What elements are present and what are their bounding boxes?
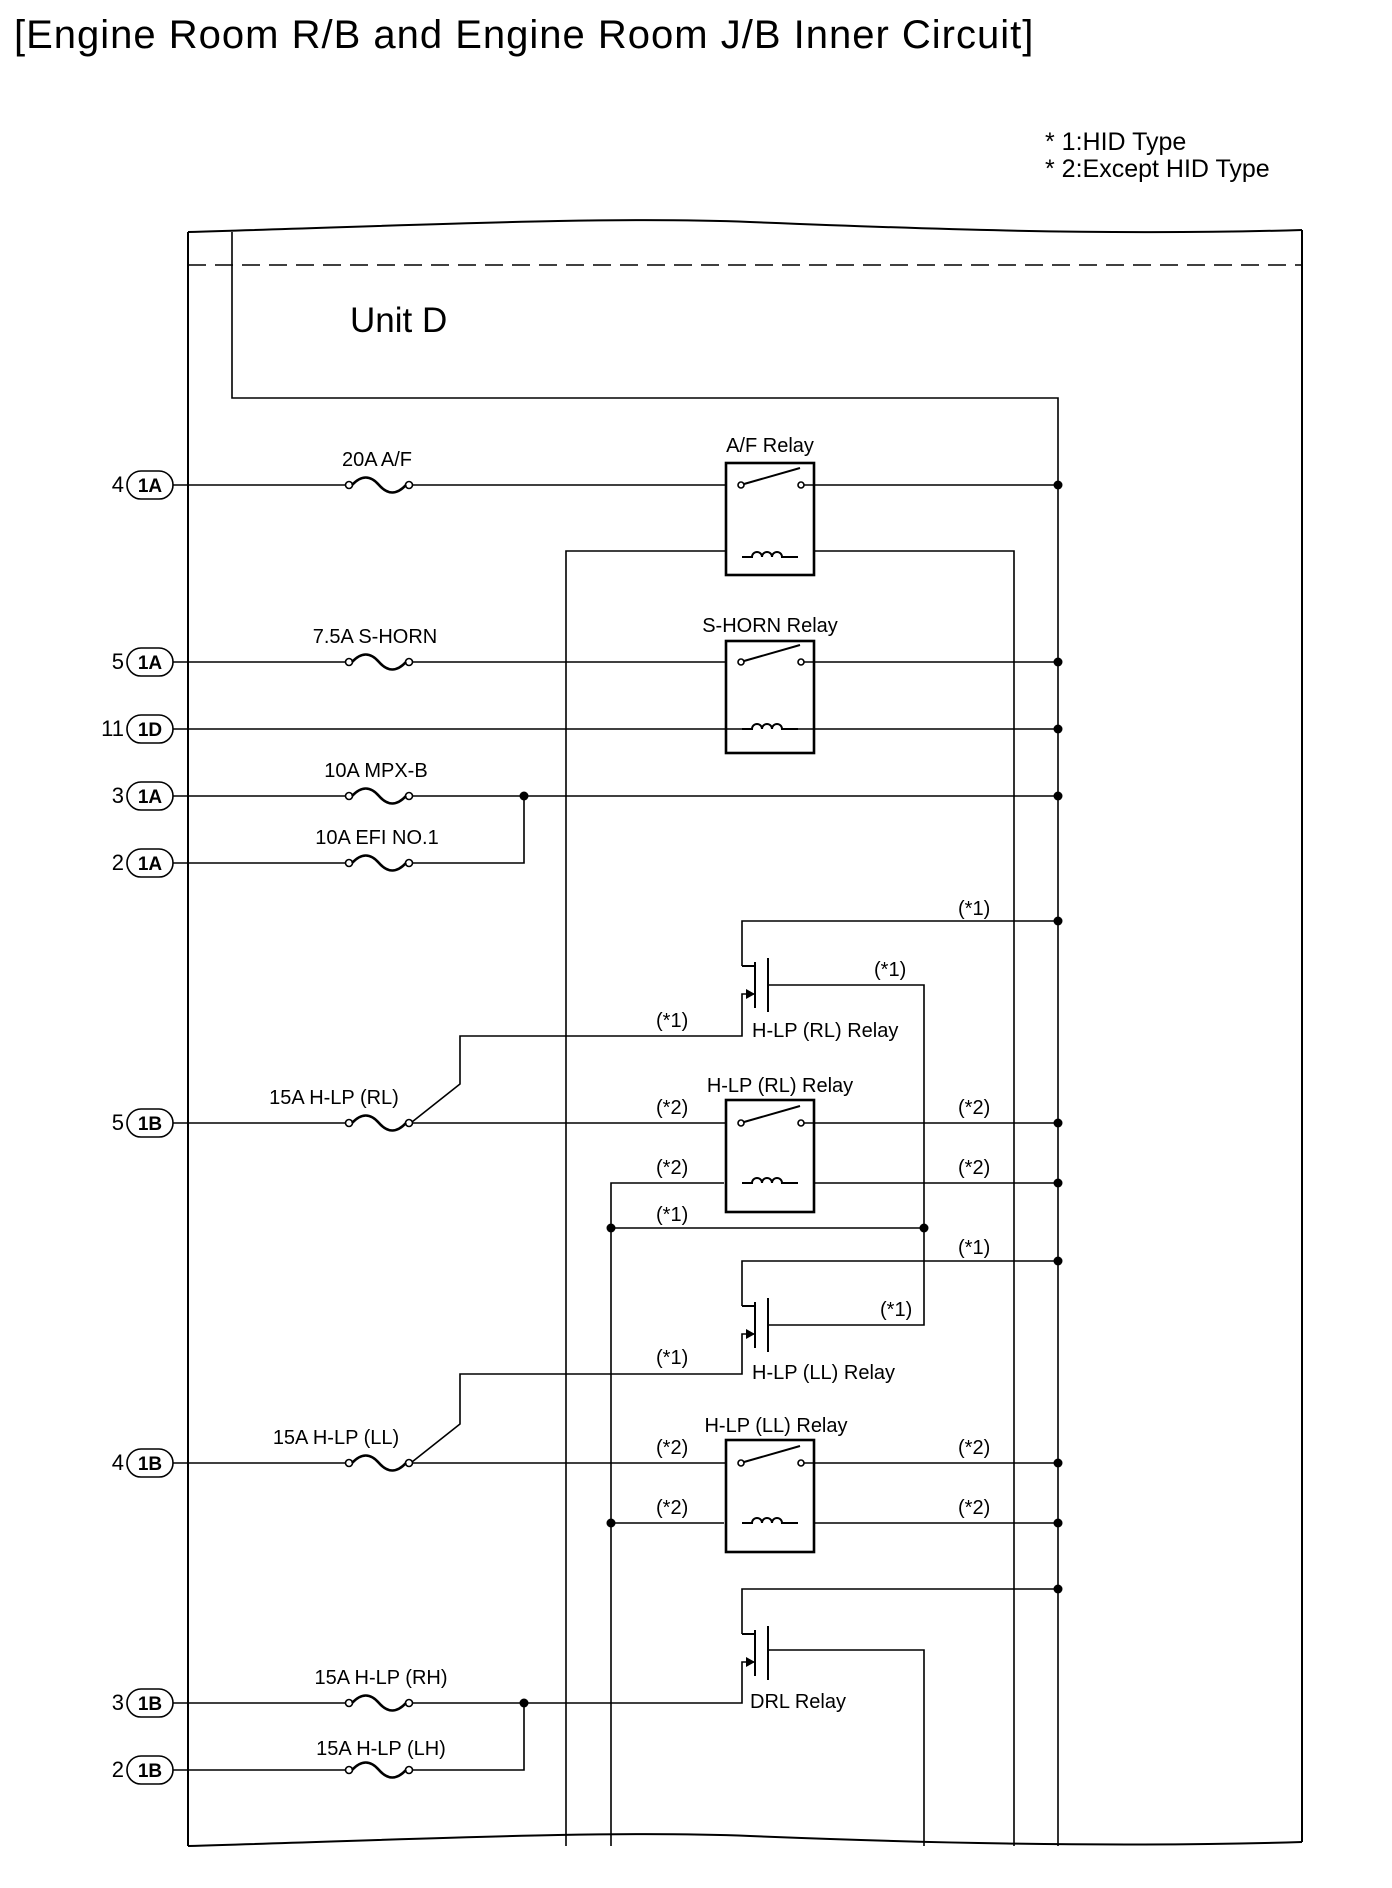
relay-hlp-ll-std: H-LP (LL) Relay bbox=[704, 1415, 848, 1554]
fuse-7-5a-s-horn: 7.5A S-HORN bbox=[313, 626, 437, 671]
tag-hid: (*1) bbox=[958, 898, 990, 920]
fuse-15a-hlp-lh: 15A H-LP (LH) bbox=[316, 1738, 446, 1779]
tag-std: (*2) bbox=[958, 1157, 990, 1179]
pin-number: 2 bbox=[112, 850, 124, 875]
relay-label: S-HORN Relay bbox=[702, 615, 838, 637]
pin-number: 4 bbox=[112, 472, 124, 497]
diagram-title: [Engine Room R/B and Engine Room J/B Inn… bbox=[14, 13, 1034, 57]
pin-number: 11 bbox=[101, 716, 124, 741]
internal-wiring bbox=[231, 232, 1059, 1846]
connector-code: 1B bbox=[138, 1761, 162, 1782]
connector-4-1B: 4 1B bbox=[112, 1448, 174, 1478]
relay-label: H-LP (LL) Relay bbox=[704, 1415, 847, 1437]
pin-number: 2 bbox=[112, 1757, 124, 1782]
connector-4-1A: 4 1A bbox=[112, 470, 174, 500]
pin-number: 5 bbox=[112, 649, 124, 674]
fuse-15a-hlp-rh: 15A H-LP (RH) bbox=[314, 1667, 448, 1712]
connector-code: 1A bbox=[138, 653, 163, 674]
relay-hlp-rl-hid: H-LP (RL) Relay bbox=[411, 920, 1058, 1228]
tag-std: (*2) bbox=[656, 1497, 688, 1519]
tag-std: (*2) bbox=[958, 1437, 990, 1459]
note-hid-type: * 1:HID Type bbox=[1045, 128, 1186, 156]
connector-code: 1A bbox=[138, 476, 163, 497]
connector-code: 1A bbox=[138, 854, 163, 875]
fuse-15a-hlp-rl: 15A H-LP (RL) bbox=[269, 1087, 414, 1132]
fuse-label: 15A H-LP (LL) bbox=[273, 1427, 399, 1449]
relay-s-horn: S-HORN Relay bbox=[702, 615, 838, 755]
pin-number: 3 bbox=[112, 783, 124, 808]
pin-number: 5 bbox=[112, 1110, 124, 1135]
connector-3-1B: 3 1B bbox=[112, 1688, 174, 1718]
tag-std: (*2) bbox=[656, 1157, 688, 1179]
fuse-label: 15A H-LP (RH) bbox=[314, 1667, 447, 1689]
fuse-label: 10A EFI NO.1 bbox=[315, 827, 438, 849]
junction-block-frame bbox=[187, 219, 1303, 1847]
connector-code: 1D bbox=[138, 720, 162, 741]
tag-std: (*2) bbox=[958, 1497, 990, 1519]
relay-drl: DRL Relay bbox=[524, 1588, 1058, 1713]
fuse-15a-hlp-ll: 15A H-LP (LL) bbox=[273, 1427, 414, 1472]
relay-hlp-rl-std: H-LP (RL) Relay bbox=[707, 1075, 853, 1214]
relay-label: H-LP (LL) Relay bbox=[752, 1362, 895, 1384]
tag-hid: (*1) bbox=[656, 1010, 688, 1032]
tag-std: (*2) bbox=[958, 1097, 990, 1119]
connector-code: 1A bbox=[138, 787, 163, 808]
relay-label: H-LP (RL) Relay bbox=[752, 1020, 898, 1042]
fuse-20a-af: 20A A/F bbox=[342, 449, 414, 494]
connector-5-1B: 5 1B bbox=[112, 1108, 174, 1138]
relay-af: A/F Relay bbox=[724, 435, 816, 577]
connector-code: 1B bbox=[138, 1694, 162, 1715]
fuse-10a-efi-no1: 10A EFI NO.1 bbox=[315, 827, 439, 872]
relay-label: DRL Relay bbox=[750, 1691, 846, 1713]
fuse-label: 20A A/F bbox=[342, 449, 412, 471]
unit-d-label: Unit D bbox=[350, 301, 447, 340]
tag-hid: (*1) bbox=[656, 1347, 688, 1369]
tag-hid: (*1) bbox=[874, 959, 906, 981]
relay-label: A/F Relay bbox=[726, 435, 814, 457]
tag-hid: (*1) bbox=[958, 1237, 990, 1259]
pin-number: 4 bbox=[112, 1450, 124, 1475]
tag-std: (*2) bbox=[656, 1437, 688, 1459]
fuse-label: 7.5A S-HORN bbox=[313, 626, 437, 648]
connector-2-1B: 2 1B bbox=[112, 1755, 174, 1785]
tag-std: (*2) bbox=[656, 1097, 688, 1119]
pin-number: 3 bbox=[112, 1690, 124, 1715]
fuse-10a-mpx-b: 10A MPX-B bbox=[324, 760, 428, 805]
fuse-label: 10A MPX-B bbox=[324, 760, 427, 782]
note-except-hid-type: * 2:Except HID Type bbox=[1045, 155, 1270, 183]
tag-hid: (*1) bbox=[880, 1299, 912, 1321]
fuse-label: 15A H-LP (RL) bbox=[269, 1087, 399, 1109]
relay-label: H-LP (RL) Relay bbox=[707, 1075, 853, 1097]
connector-5-1A: 5 1A bbox=[112, 647, 174, 677]
tag-hid: (*1) bbox=[656, 1204, 688, 1226]
relay-hlp-ll-hid: H-LP (LL) Relay bbox=[411, 1228, 1058, 1463]
connector-11-1D: 11 1D bbox=[101, 714, 174, 744]
connector-2-1A: 2 1A bbox=[112, 848, 174, 878]
connector-3-1A: 3 1A bbox=[112, 781, 174, 811]
fuse-label: 15A H-LP (LH) bbox=[316, 1738, 446, 1760]
connector-code: 1B bbox=[138, 1454, 162, 1475]
connector-code: 1B bbox=[138, 1114, 162, 1135]
